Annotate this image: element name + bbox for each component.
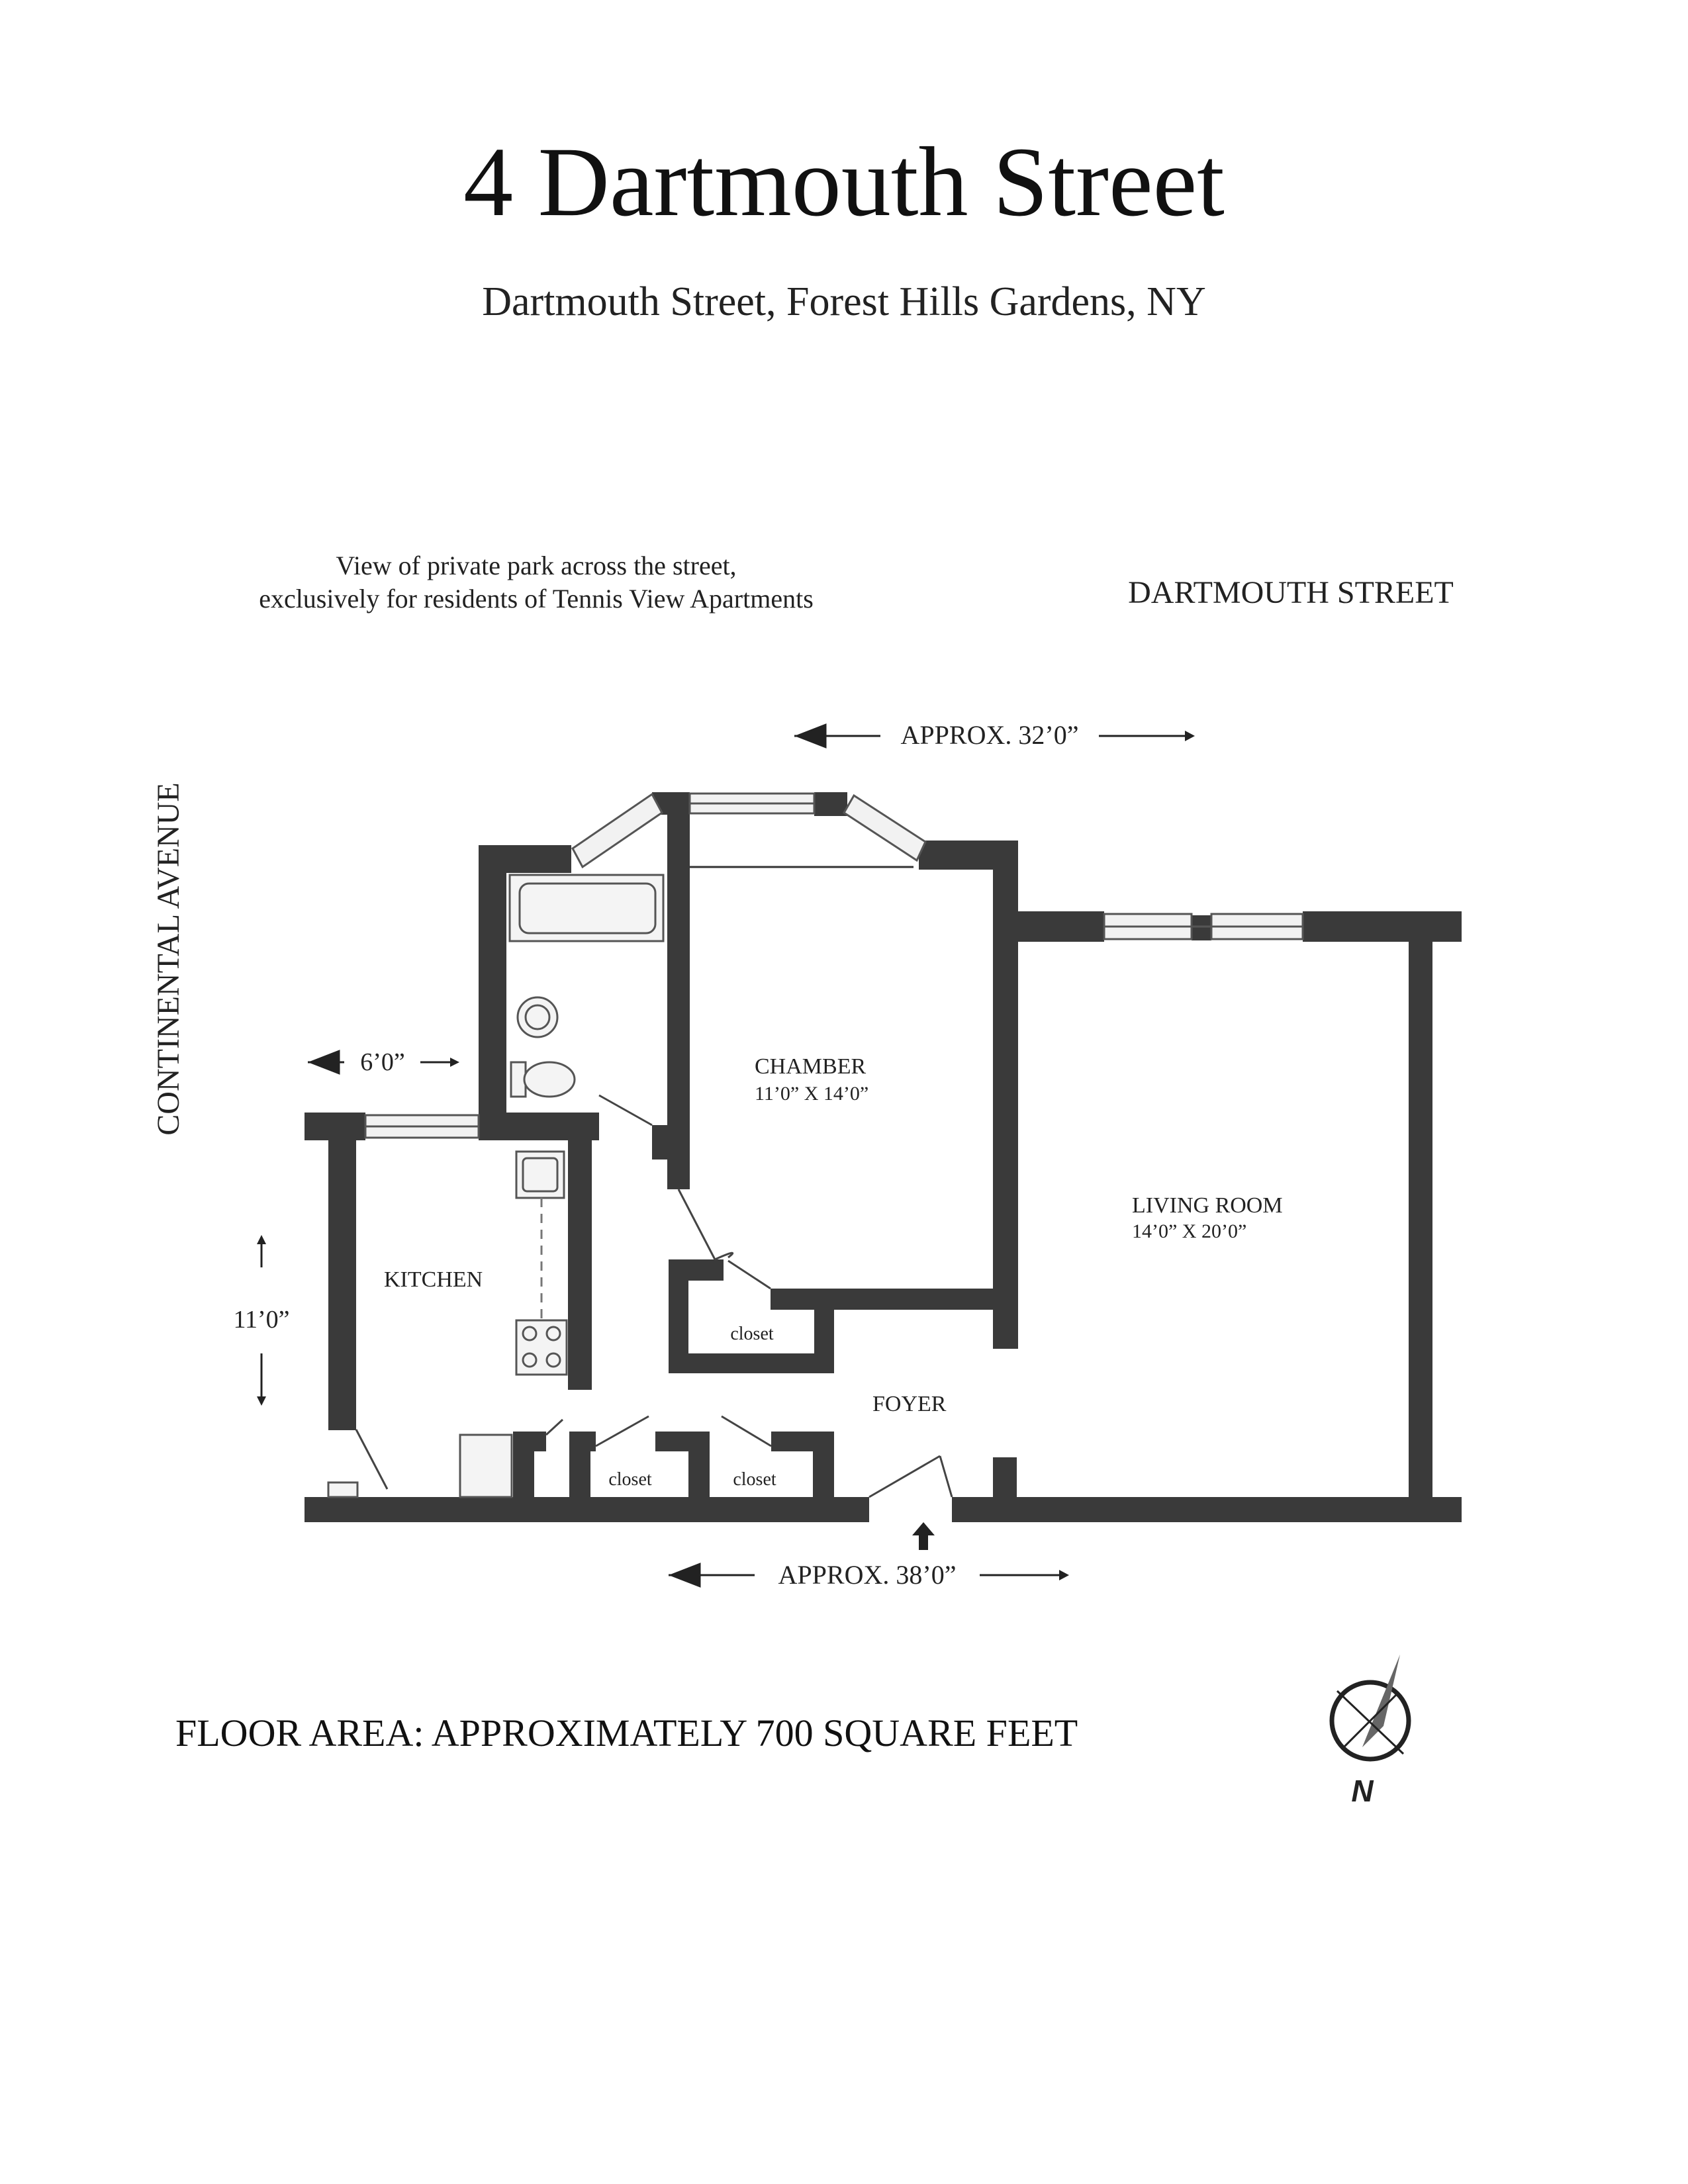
radiator bbox=[327, 1481, 359, 1498]
bath-door-jamb bbox=[652, 1125, 679, 1160]
stove bbox=[515, 1319, 568, 1376]
chamber-label: CHAMBER bbox=[755, 1054, 866, 1079]
fixtures bbox=[327, 874, 665, 1498]
foyer-cabinet bbox=[459, 1433, 513, 1498]
closet-wall-4 bbox=[813, 1432, 834, 1504]
chamber-door bbox=[677, 1189, 716, 1260]
living-wall-top-right bbox=[1303, 911, 1462, 942]
closet-door-3 bbox=[721, 1415, 772, 1447]
park-note-line-1: View of private park across the street, bbox=[336, 551, 737, 580]
kitchen-label: KITCHEN bbox=[384, 1267, 483, 1292]
kitchen-door bbox=[355, 1429, 389, 1490]
living-room-label: LIVING ROOM bbox=[1132, 1193, 1283, 1218]
toilet bbox=[523, 1061, 576, 1098]
foyer-wall-jamb bbox=[993, 1457, 1017, 1510]
page-subtitle: Dartmouth Street, Forest Hills Gardens, … bbox=[482, 279, 1206, 324]
page-title: 4 Dartmouth Street bbox=[463, 127, 1225, 237]
exterior-wall-bottom-right bbox=[952, 1497, 1462, 1522]
windows bbox=[364, 792, 1304, 1139]
park-note: View of private park across the street, … bbox=[192, 549, 880, 615]
entry-arrow-icon bbox=[912, 1522, 935, 1550]
compass-icon: N bbox=[1329, 1655, 1411, 1808]
top-dimension-label: APPROX. 32’0” bbox=[901, 720, 1079, 750]
kitchen-wall-top-left bbox=[305, 1113, 365, 1140]
living-room-size: 14’0” X 20’0” bbox=[1132, 1220, 1246, 1242]
chamber-size: 11’0” X 14’0” bbox=[755, 1083, 868, 1105]
chamber-window-angled bbox=[842, 794, 927, 862]
closet-label-chamber: closet bbox=[730, 1324, 774, 1344]
entry-door bbox=[868, 1455, 941, 1498]
closet-door-chamber bbox=[727, 1259, 771, 1290]
bath-wall-top bbox=[479, 845, 571, 873]
bath-window-angled bbox=[571, 792, 663, 869]
bath-door bbox=[598, 1094, 653, 1126]
living-wall-right bbox=[1409, 942, 1432, 1511]
kitchen-wall-left bbox=[328, 1113, 356, 1430]
bath-wall-left bbox=[479, 845, 506, 1140]
closet-wall-1-top bbox=[513, 1432, 546, 1451]
closet-door-2 bbox=[595, 1415, 649, 1447]
dimension-lines bbox=[257, 723, 1195, 1588]
doors bbox=[355, 1094, 953, 1498]
compass-north-label: N bbox=[1351, 1774, 1374, 1808]
kitchen-width-label: 6’0” bbox=[360, 1048, 405, 1076]
bottom-dimension-label: APPROX. 38’0” bbox=[778, 1560, 957, 1590]
closet-label-right: closet bbox=[733, 1469, 776, 1490]
foyer-label: FOYER bbox=[872, 1392, 947, 1416]
chamber-wall-left bbox=[667, 792, 690, 1189]
floor-area-label: FLOOR AREA: APPROXIMATELY 700 SQUARE FEE… bbox=[175, 1711, 1078, 1754]
park-note-line-2: exclusively for residents of Tennis View… bbox=[259, 584, 814, 614]
kitchen-height-label: 11’0” bbox=[233, 1306, 289, 1334]
street-label: DARTMOUTH STREET bbox=[1128, 575, 1454, 610]
kitchen-counter-wall bbox=[568, 1140, 592, 1390]
closet-door-1 bbox=[545, 1418, 564, 1436]
living-wall-top-left bbox=[993, 911, 1104, 942]
window-mullion bbox=[1192, 915, 1211, 940]
closet-wall-top-left bbox=[669, 1259, 724, 1281]
chamber-wall-top-mid bbox=[814, 792, 847, 816]
closet-wall-bottom bbox=[669, 1353, 834, 1373]
closet-label-left: closet bbox=[608, 1469, 652, 1490]
closet-wall-top-right bbox=[771, 1289, 1008, 1310]
walls bbox=[305, 792, 1462, 1522]
closet-wall-2 bbox=[569, 1432, 590, 1504]
closet-wall-3 bbox=[688, 1432, 710, 1504]
